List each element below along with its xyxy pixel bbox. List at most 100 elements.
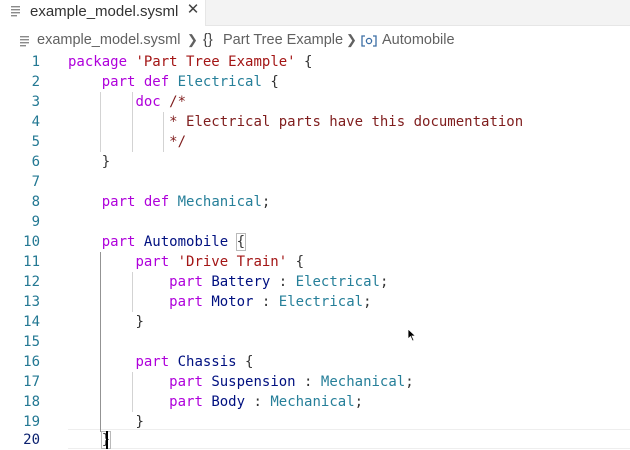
string-literal: 'Part Tree Example' <box>135 54 296 70</box>
identifier: Chassis <box>177 354 237 370</box>
indent-guide <box>163 112 164 152</box>
indent-guide-active <box>100 252 101 432</box>
keyword: package <box>68 54 128 70</box>
semicolon: ; <box>363 294 372 310</box>
keyword: part <box>169 294 203 310</box>
type-name: Electrical <box>295 274 380 290</box>
colon: : <box>253 394 262 410</box>
code-editor[interactable]: 1 2 3 4 5 6 7 8 9 10 11 12 13 14 15 16 1… <box>0 52 630 450</box>
line-number: 15 <box>23 334 40 350</box>
brace: { <box>295 254 305 270</box>
type-name: Mechanical <box>177 194 262 210</box>
code-line: part def Mechanical; <box>68 192 271 212</box>
keyword: part <box>101 234 136 250</box>
semicolon: ; <box>261 194 271 210</box>
semicolon: ; <box>379 274 389 290</box>
keyword: part <box>135 254 170 270</box>
type-name: Mechanical <box>270 394 355 410</box>
line-number: 17 <box>23 374 40 390</box>
code-line: doc /* <box>68 92 186 112</box>
file-lines-icon <box>11 6 20 17</box>
code-line: part Motor : Electrical; <box>68 292 372 312</box>
code-line: part Chassis { <box>68 352 253 372</box>
code-line: } <box>68 312 144 332</box>
indent-guide <box>132 272 133 312</box>
line-number: 4 <box>31 114 40 130</box>
semicolon: ; <box>354 394 364 410</box>
namespace-braces-icon: {} <box>203 32 213 48</box>
colon: : <box>278 274 288 290</box>
brace: } <box>101 154 111 170</box>
breadcrumb-part[interactable]: Automobile <box>382 32 455 48</box>
keyword: part <box>169 374 203 390</box>
code-line: part Automobile { <box>68 232 247 252</box>
code-line: part Body : Mechanical; <box>68 392 363 412</box>
brace: { <box>304 54 313 70</box>
line-number-current: 20 <box>23 432 40 448</box>
keyword: part <box>169 394 203 410</box>
code-line: package 'Part Tree Example' { <box>68 52 312 72</box>
line-number: 16 <box>23 354 40 370</box>
line-number: 5 <box>31 134 40 150</box>
breadcrumb-package[interactable]: Part Tree Example <box>223 32 344 48</box>
part-symbol-icon <box>361 35 377 47</box>
breadcrumb: example_model.sysml ❯ {} Part Tree Examp… <box>0 30 630 52</box>
line-number: 10 <box>23 234 40 250</box>
mouse-pointer-icon <box>407 328 417 342</box>
indent-guide <box>132 372 133 412</box>
type-name: Electrical <box>177 74 262 90</box>
identifier: Body <box>211 394 246 410</box>
line-number: 6 <box>31 154 40 170</box>
keyword: part <box>101 194 136 210</box>
tab-label: example_model.sysml <box>30 3 179 20</box>
string-literal: 'Drive Train' <box>177 254 288 270</box>
matching-brace: } <box>100 431 112 449</box>
file-lines-icon <box>20 36 29 47</box>
brace: } <box>135 414 144 430</box>
doc-comment: */ <box>169 134 187 150</box>
line-number: 13 <box>23 294 40 310</box>
code-line: part 'Drive Train' { <box>68 252 304 272</box>
keyword: def <box>143 194 170 210</box>
colon: : <box>304 374 313 390</box>
doc-comment: /* <box>169 94 187 110</box>
tab-example-model[interactable]: example_model.sysml ✕ <box>0 0 206 26</box>
keyword: doc <box>135 94 161 110</box>
identifier: Suspension <box>211 374 296 390</box>
identifier: Battery <box>211 274 271 290</box>
code-line: */ <box>68 132 186 152</box>
line-number: 8 <box>31 194 40 210</box>
keyword: def <box>143 74 170 90</box>
editor-tab-bar: example_model.sysml ✕ <box>0 0 630 26</box>
identifier: Motor <box>211 294 254 310</box>
brace: } <box>135 314 144 330</box>
code-line: * Electrical parts have this documentati… <box>68 112 523 132</box>
line-number: 12 <box>23 274 40 290</box>
line-number: 2 <box>31 74 40 90</box>
chevron-right-icon: ❯ <box>187 32 198 47</box>
code-line: part def Electrical { <box>68 72 279 92</box>
keyword: part <box>135 354 170 370</box>
keyword: part <box>169 274 203 290</box>
line-number: 18 <box>23 394 40 410</box>
text-cursor <box>106 431 108 449</box>
code-line: part Suspension : Mechanical; <box>68 372 414 392</box>
brace: { <box>270 74 279 90</box>
line-number: 7 <box>31 174 40 190</box>
code-line: } <box>68 412 144 432</box>
indent-guide <box>100 92 101 152</box>
indent-guide <box>132 92 133 152</box>
line-number: 11 <box>23 254 40 270</box>
chevron-right-icon: ❯ <box>346 32 357 47</box>
breadcrumb-file[interactable]: example_model.sysml <box>37 32 181 48</box>
doc-comment: * Electrical parts have this documentati… <box>169 114 524 130</box>
semicolon: ; <box>405 374 414 390</box>
type-name: Electrical <box>278 294 364 310</box>
type-name: Mechanical <box>320 374 406 390</box>
keyword: part <box>101 74 136 90</box>
close-icon[interactable]: ✕ <box>186 1 200 18</box>
line-number: 9 <box>31 214 40 230</box>
code-line-current: } <box>68 430 112 450</box>
line-number: 1 <box>31 54 40 70</box>
current-line-highlight <box>68 429 630 449</box>
